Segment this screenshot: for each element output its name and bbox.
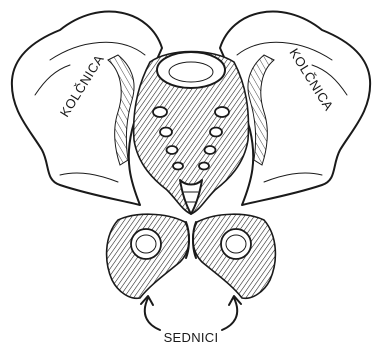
sacrum: [134, 52, 249, 215]
ischium-label: SEDNICI: [164, 330, 219, 345]
right-ischium: [193, 214, 276, 298]
left-ischium: [107, 214, 190, 298]
